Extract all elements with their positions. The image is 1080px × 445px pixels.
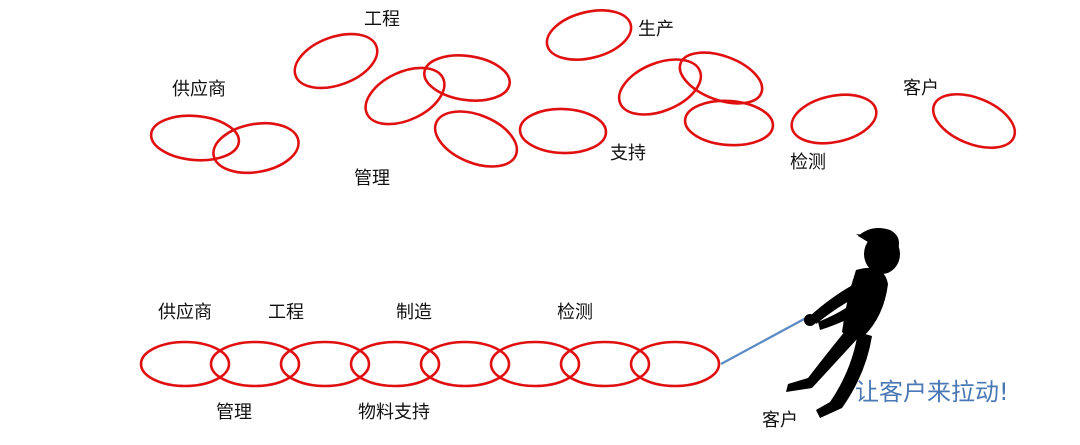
bottom-labels: 供应商 工程 制造 检测 管理 物料支持 客户 xyxy=(158,302,798,431)
chain-ring-6 xyxy=(489,340,581,388)
top-label-support: 支持 xyxy=(610,143,646,164)
top-scattered-rings xyxy=(149,9,1017,175)
top-labels: 供应商 工程 管理 生产 支持 检测 客户 xyxy=(172,9,939,189)
chain-ring-3 xyxy=(279,340,371,388)
ring-production-4 xyxy=(683,99,775,147)
chain-ring-4 xyxy=(349,340,441,388)
bottom-label-customer: 客户 xyxy=(762,410,798,431)
ring-production-1 xyxy=(545,9,633,61)
pull-rope xyxy=(720,317,807,365)
bottom-label-manufacturing: 制造 xyxy=(396,302,432,323)
bottom-label-inspection: 检测 xyxy=(557,302,593,323)
chain-ring-5 xyxy=(419,340,511,388)
ring-management xyxy=(433,110,519,168)
chain-ring-1 xyxy=(139,340,231,388)
ring-engineering-2 xyxy=(364,66,446,126)
slogan-text: 让客户来拉动! xyxy=(855,378,1009,406)
ring-engineering-1 xyxy=(293,32,379,90)
person-pulling-rope-icon xyxy=(786,228,900,418)
top-label-customer: 客户 xyxy=(903,78,939,99)
bottom-label-engineering: 工程 xyxy=(268,302,304,323)
ring-inspection xyxy=(790,93,878,145)
top-label-engineering: 工程 xyxy=(364,9,400,30)
ring-supplier-2 xyxy=(212,121,300,175)
ring-customer xyxy=(931,92,1017,150)
bottom-label-material-support: 物料支持 xyxy=(358,402,430,423)
chain-ring-7 xyxy=(559,340,651,388)
ring-engineering-3 xyxy=(423,54,511,102)
chain-ring-8 xyxy=(629,340,721,388)
ring-production-3 xyxy=(678,51,764,105)
ring-production-2 xyxy=(617,58,703,116)
ring-support xyxy=(518,107,608,155)
top-label-management: 管理 xyxy=(354,168,390,189)
bottom-label-supplier: 供应商 xyxy=(158,302,212,323)
ring-supplier-1 xyxy=(149,114,241,162)
top-label-production: 生产 xyxy=(638,19,674,40)
bottom-chain-rings xyxy=(139,340,721,388)
top-label-inspection: 检测 xyxy=(790,152,826,173)
top-label-supplier: 供应商 xyxy=(172,79,226,100)
bottom-label-management: 管理 xyxy=(216,402,252,423)
chain-ring-2 xyxy=(209,340,301,388)
